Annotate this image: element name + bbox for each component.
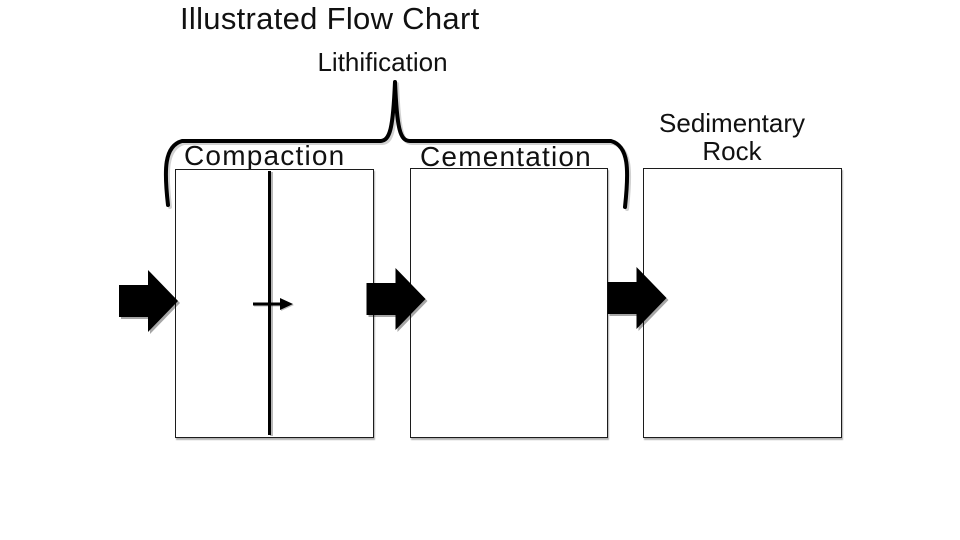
result-label-sedimentary-rock: Sedimentary Rock: [659, 108, 805, 166]
flow-arrow-right-icon-1: [119, 270, 178, 332]
cementation-box: [410, 168, 608, 438]
small-right-arrow-icon: [253, 298, 293, 310]
sedimentary-rock-box: [643, 168, 842, 438]
top-curly-brace-icon: [163, 80, 630, 209]
brace-label: Lithification: [317, 47, 448, 77]
stage-label-compaction: Compaction: [184, 140, 346, 171]
stage-label-cementation: Cementation: [420, 141, 592, 172]
flow-arrow-right-icon-3: [607, 267, 667, 329]
page-title: Illustrated Flow Chart: [180, 1, 480, 36]
flow-arrow-right-icon-2: [366, 268, 426, 330]
